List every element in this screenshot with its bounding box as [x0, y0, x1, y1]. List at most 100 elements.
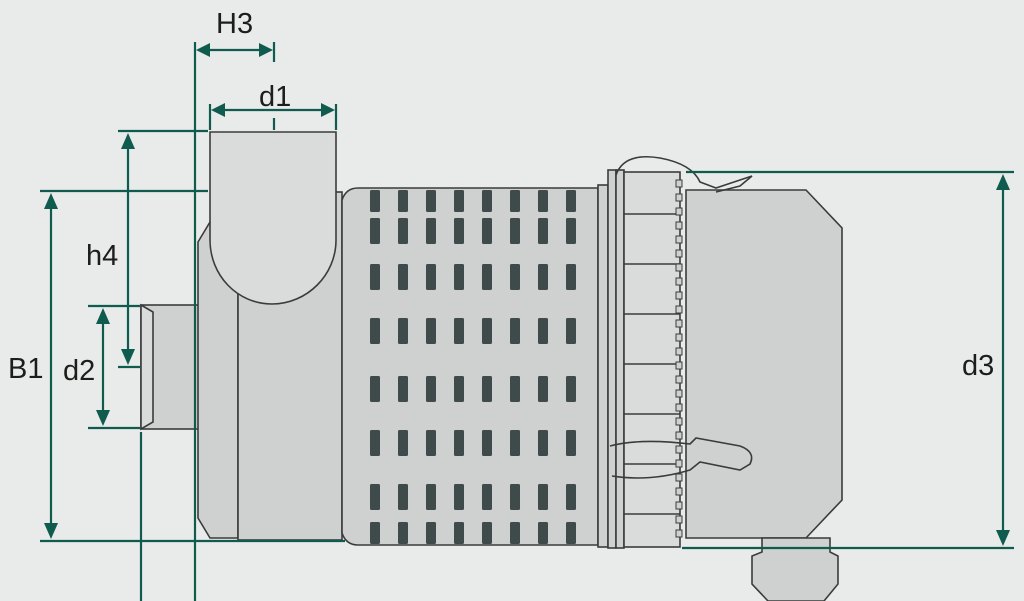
cooling-slot: [426, 318, 436, 344]
cooling-slot: [566, 318, 576, 344]
flange-tooth: [675, 179, 683, 188]
cooling-slot: [566, 218, 576, 244]
cooling-slot: [538, 376, 548, 402]
cooling-slot: [566, 522, 576, 544]
cooling-slot: [510, 430, 520, 456]
cooling-slot: [426, 376, 436, 402]
label-h3: H3: [216, 8, 253, 40]
label-b1: B1: [8, 353, 43, 385]
cooling-slot: [482, 376, 492, 402]
cooling-slot: [370, 376, 380, 402]
flange-tooth: [675, 193, 683, 202]
cooling-slot: [510, 190, 520, 212]
cooling-slot: [482, 264, 492, 290]
right-cover: [685, 189, 843, 539]
flange-tooth: [675, 361, 683, 370]
outlet-spigot-lip: [140, 303, 154, 431]
separator-ring-a: [597, 184, 609, 548]
flange-tooth: [675, 249, 683, 258]
cooling-slot: [426, 522, 436, 544]
cooling-slot: [426, 264, 436, 290]
cooling-slot: [482, 218, 492, 244]
dimension-labels: H3 d1 h4 B1 d2 d3: [8, 8, 994, 387]
cooling-slot: [454, 484, 464, 510]
flange-tooth: [675, 473, 683, 482]
cooling-slot: [370, 522, 380, 544]
flange-tooth: [675, 487, 683, 496]
cooling-slot: [454, 190, 464, 212]
cooling-slot: [482, 318, 492, 344]
cooling-slot: [398, 484, 408, 510]
cooling-slots: [370, 190, 576, 544]
flange-tooth: [675, 389, 683, 398]
cooling-slot: [566, 264, 576, 290]
inlet-tube: [209, 131, 337, 305]
flange-tooth: [675, 235, 683, 244]
flange-tooth: [675, 347, 683, 356]
label-d3: d3: [962, 350, 994, 382]
label-h4: h4: [86, 240, 118, 272]
d1-arrow-left: [211, 103, 225, 117]
dimension-lines: [40, 42, 1014, 601]
b1-arrow-bottom: [44, 523, 58, 539]
cooling-slot: [566, 376, 576, 402]
cooling-slot: [482, 430, 492, 456]
air-filter-drawing: [140, 131, 843, 601]
d2-arrow-top: [96, 308, 110, 324]
cooling-slot: [482, 484, 492, 510]
flange-tooth: [675, 403, 683, 412]
cooling-slot: [426, 484, 436, 510]
flange-tooth: [675, 207, 683, 216]
flange-tooth: [675, 291, 683, 300]
flange-tooth: [675, 459, 683, 468]
h4-arrow-bottom: [121, 349, 135, 365]
d1-arrow-right: [321, 103, 335, 117]
flange-tooth: [675, 445, 683, 454]
cooling-slot: [370, 218, 380, 244]
cooling-slot: [454, 376, 464, 402]
b1-arrow-top: [44, 193, 58, 209]
label-d2: d2: [63, 355, 95, 387]
flange-tooth: [675, 501, 683, 510]
cooling-slot: [538, 190, 548, 212]
cooling-slot: [482, 522, 492, 544]
cooling-slot: [566, 430, 576, 456]
cooling-slot: [454, 264, 464, 290]
cooling-slot: [538, 430, 548, 456]
clamp-flange: [623, 171, 681, 548]
cooling-slot: [370, 318, 380, 344]
bottom-clip: [609, 437, 753, 479]
cooling-slot: [398, 218, 408, 244]
cooling-slot: [566, 190, 576, 212]
cooling-slot: [538, 264, 548, 290]
cooling-slot: [510, 484, 520, 510]
cooling-slot: [510, 376, 520, 402]
cooling-slot: [370, 190, 380, 212]
flange-tooth: [675, 263, 683, 272]
cooling-slot: [454, 430, 464, 456]
cooling-slot: [426, 430, 436, 456]
flange-tooth: [675, 529, 683, 538]
cooling-slot: [566, 484, 576, 510]
flange-tooth: [675, 277, 683, 286]
cooling-slot: [538, 522, 548, 544]
flange-tooth: [675, 515, 683, 524]
separator-ring-b: [607, 169, 617, 549]
cooling-slot: [510, 264, 520, 290]
flange-tooth: [675, 375, 683, 384]
cooling-slot: [370, 484, 380, 510]
cooling-slot: [510, 318, 520, 344]
cooling-slot: [398, 376, 408, 402]
flange-tooth: [675, 305, 683, 314]
cooling-slot: [398, 264, 408, 290]
h4-arrow-top: [121, 133, 135, 149]
cooling-slot: [398, 190, 408, 212]
cooling-slot: [426, 190, 436, 212]
h3-arrow-right: [259, 43, 273, 57]
d3-arrow-bottom: [996, 530, 1010, 546]
cooling-slot: [426, 218, 436, 244]
cooling-slot: [538, 218, 548, 244]
cooling-slot: [538, 484, 548, 510]
